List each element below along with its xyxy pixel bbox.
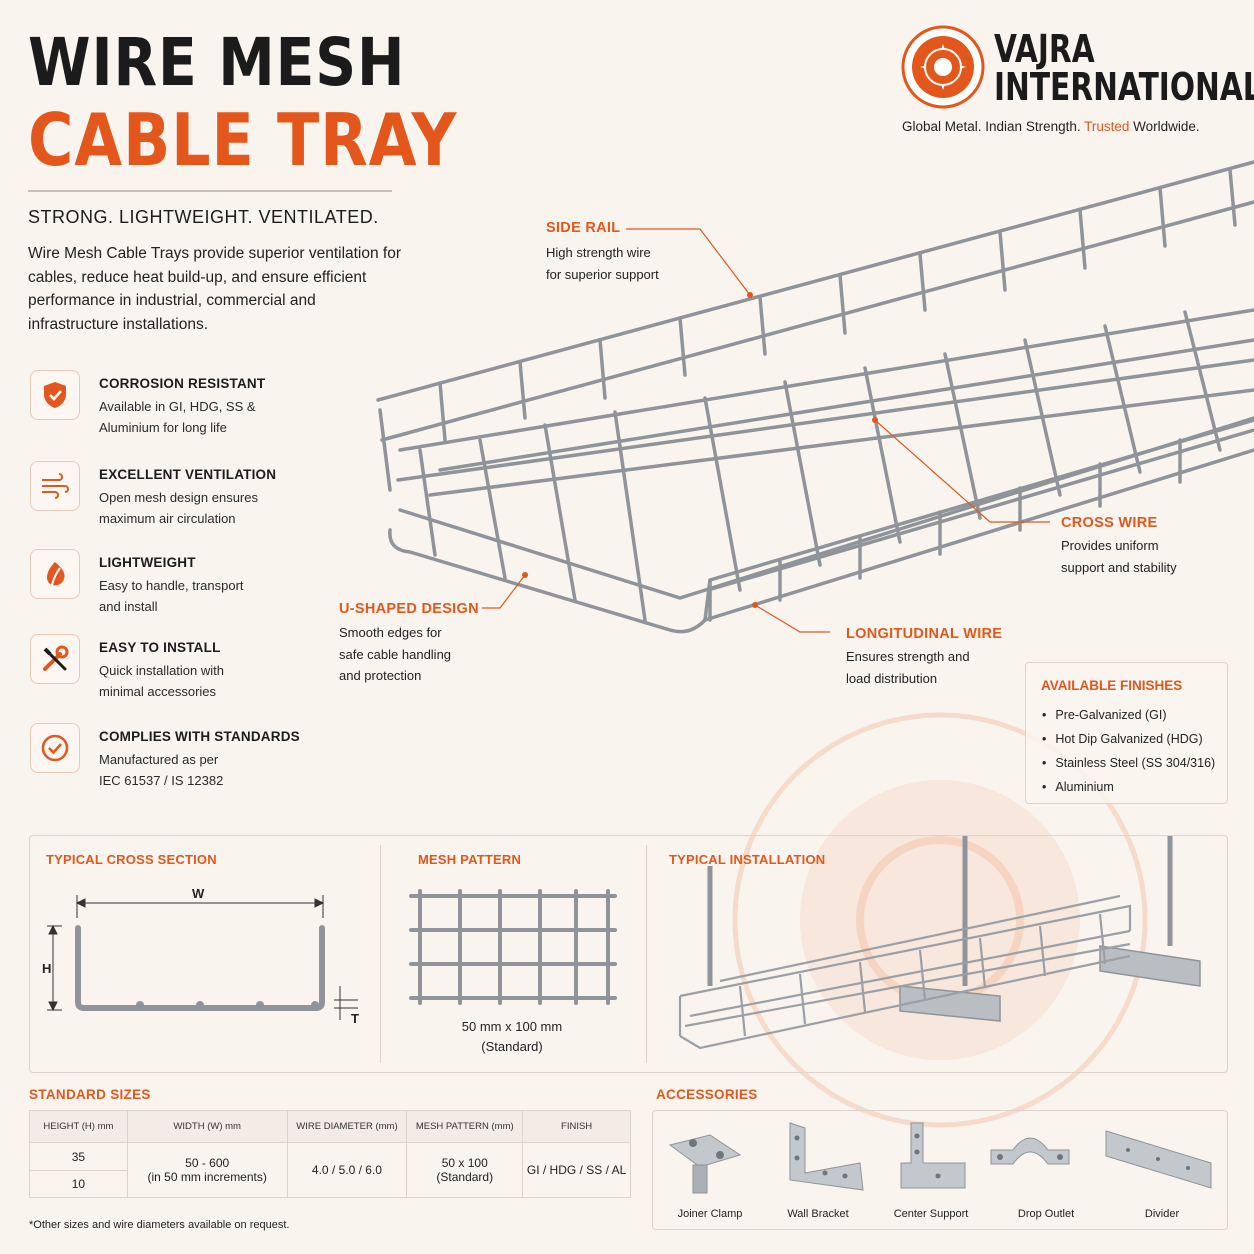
slogan-part1: Global Metal. Indian Strength.	[902, 119, 1085, 134]
feature-desc: Open mesh design ensures maximum air cir…	[99, 490, 258, 526]
mesh-caption: 50 mm x 100 mm (Standard)	[430, 1017, 594, 1057]
watermark-seal-icon	[732, 712, 1148, 1128]
tagline: STRONG. LIGHTWEIGHT. VENTILATED.	[28, 207, 379, 227]
brand-name-line1: VAJRA	[994, 27, 1095, 71]
callout-longitudinal-title: LONGITUDINAL WIRE	[846, 626, 1003, 642]
check-circle-icon	[30, 723, 80, 773]
feature-title: LIGHTWEIGHT	[99, 555, 196, 570]
cross-section-title: TYPICAL CROSS SECTION	[46, 852, 217, 867]
feature-standards: COMPLIES WITH STANDARDS Manufactured as …	[30, 723, 350, 793]
tools-icon	[30, 634, 80, 684]
callout-side-rail-desc: High strength wire for superior support	[546, 245, 659, 282]
panel-divider	[380, 845, 381, 1063]
page-title-line1: WIRE MESH	[28, 24, 406, 101]
feature-lightweight: LIGHTWEIGHT Easy to handle, transport an…	[30, 549, 350, 619]
callout-longitudinal-desc: Ensures strength and load distribution	[846, 649, 970, 686]
width-line2: (in 50 mm increments)	[147, 1170, 267, 1184]
feature-title: CORROSION RESISTANT	[99, 376, 266, 391]
panel-divider	[646, 845, 647, 1063]
feature-title: EXCELLENT VENTILATION	[99, 467, 277, 482]
accessories-title: ACCESSORIES	[656, 1087, 758, 1102]
feature-title: COMPLIES WITH STANDARDS	[99, 729, 300, 744]
callout-cross-wire-title: CROSS WIRE	[1061, 515, 1158, 531]
finish-item: Pre-Galvanized (GI)	[1042, 703, 1215, 727]
accessory-label: Drop Outlet	[1017, 1208, 1075, 1220]
feature-ventilation: EXCELLENT VENTILATION Open mesh design e…	[30, 461, 350, 531]
header-height: HEIGHT (H) mm	[29, 1110, 128, 1143]
feature-desc: Manufactured as per IEC 61537 / IS 12382	[99, 752, 224, 788]
wall-bracket-icon	[789, 1122, 864, 1191]
accessory-label: Divider	[1144, 1208, 1180, 1220]
finishes-box: AVAILABLE FINISHES Pre-Galvanized (GI) H…	[1025, 662, 1228, 804]
finishes-title: AVAILABLE FINISHES	[1041, 678, 1183, 693]
standard-sizes-title: STANDARD SIZES	[29, 1087, 151, 1102]
slogan-accent: Trusted	[1084, 119, 1130, 134]
width-line1: 50 - 600	[185, 1156, 230, 1170]
title-divider	[28, 190, 392, 192]
feature-desc: Quick installation with minimal accessor…	[99, 663, 224, 699]
mesh-line1: 50 x 100	[441, 1156, 488, 1170]
shield-check-icon	[30, 370, 80, 420]
callout-u-shaped-title: U-SHAPED DESIGN	[339, 601, 479, 617]
accessory-label: Joiner Clamp	[677, 1208, 743, 1220]
cell-height: 35	[29, 1142, 128, 1171]
installation-title: TYPICAL INSTALLATION	[669, 852, 826, 867]
cell-height: 10	[29, 1170, 128, 1198]
dim-w-label: W	[192, 886, 205, 901]
cable-tray-illustration	[376, 160, 1254, 634]
table-row: 10	[29, 1170, 631, 1198]
accessory-label: Wall Bracket	[787, 1208, 849, 1220]
finishes-list: Pre-Galvanized (GI) Hot Dip Galvanized (…	[1042, 703, 1215, 799]
intro-text: Wire Mesh Cable Trays provide superior v…	[28, 245, 402, 333]
center-support-icon	[900, 1122, 966, 1189]
cell-wire-diameter: 4.0 / 5.0 / 6.0	[286, 1142, 408, 1198]
callout-side-rail-title: SIDE RAIL	[546, 220, 621, 236]
feature-desc: Easy to handle, transport and install	[99, 578, 244, 614]
joiner-clamp-icon	[668, 1134, 742, 1194]
mesh-caption-line2: (Standard)	[481, 1039, 543, 1054]
cell-mesh: 50 x 100 (Standard)	[406, 1142, 524, 1198]
brand-slogan: Global Metal. Indian Strength. Trusted W…	[902, 119, 1200, 134]
finish-item: Stainless Steel (SS 304/316)	[1042, 751, 1215, 775]
feature-corrosion: CORROSION RESISTANT Available in GI, HDG…	[30, 370, 350, 440]
cell-width: 50 - 600 (in 50 mm increments)	[126, 1142, 288, 1198]
table-header-row: HEIGHT (H) mm WIDTH (W) mm WIRE DIAMETER…	[29, 1110, 631, 1143]
header-wire-diameter: WIRE DIAMETER (mm)	[286, 1110, 408, 1143]
callout-cross-wire-desc: Provides uniform support and stability	[1061, 538, 1177, 575]
installation-illustration	[678, 836, 1201, 1050]
drop-outlet-icon	[990, 1137, 1070, 1165]
airflow-icon	[30, 461, 80, 511]
dim-h-label: H	[42, 961, 51, 976]
accessories-box	[652, 1110, 1228, 1230]
header-finish: FINISH	[522, 1110, 631, 1143]
dim-t-label: T	[351, 1011, 359, 1026]
cell-finish: GI / HDG / SS / AL	[522, 1142, 631, 1198]
brand-seal-icon	[901, 25, 985, 109]
page-title-line2: CABLE TRAY	[28, 98, 458, 182]
finish-item: Aluminium	[1042, 775, 1215, 799]
feature-install: EASY TO INSTALL Quick installation with …	[30, 634, 350, 704]
brand-name: VAJRA INTERNATIONAL	[994, 30, 1254, 106]
divider-icon	[1105, 1130, 1212, 1189]
mesh-caption-line1: 50 mm x 100 mm	[461, 1019, 563, 1034]
callout-u-shaped-desc: Smooth edges for safe cable handling and…	[339, 625, 452, 683]
mesh-pattern-diagram	[409, 889, 617, 1005]
info-panel	[29, 835, 1228, 1073]
table-row: 35 50 - 600 (in 50 mm increments) 4.0 / …	[29, 1142, 631, 1198]
standard-sizes-table: HEIGHT (H) mm WIDTH (W) mm WIRE DIAMETER…	[29, 1110, 631, 1198]
header-width: WIDTH (W) mm	[126, 1110, 288, 1143]
mesh-pattern-title: MESH PATTERN	[418, 852, 522, 867]
feature-desc: Available in GI, HDG, SS & Aluminium for…	[99, 399, 256, 435]
mesh-line2: (Standard)	[436, 1170, 494, 1184]
cross-section-diagram: W H T	[42, 886, 359, 1026]
brand-name-line2: INTERNATIONAL	[994, 65, 1254, 109]
accessory-label: Center Support	[893, 1208, 969, 1220]
sizes-note: *Other sizes and wire diameters availabl…	[29, 1219, 290, 1231]
finish-item: Hot Dip Galvanized (HDG)	[1042, 727, 1215, 751]
leaf-icon	[30, 549, 80, 599]
slogan-part2: Worldwide.	[1129, 119, 1200, 134]
feature-title: EASY TO INSTALL	[99, 640, 221, 655]
header-mesh-pattern: MESH PATTERN (mm)	[406, 1110, 524, 1143]
